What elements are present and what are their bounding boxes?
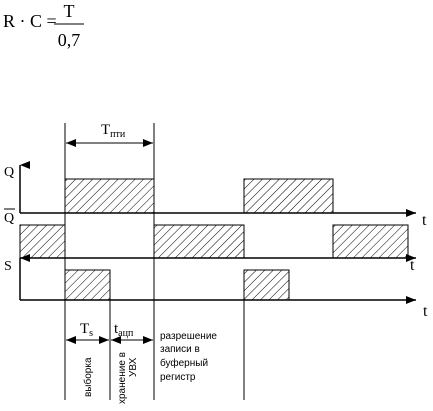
sample-label-sub: s <box>89 328 93 339</box>
sample-label: Ts <box>80 321 93 339</box>
q-bar-time-label: t <box>410 257 415 274</box>
s-signal: S t <box>4 254 428 320</box>
q-label: Q <box>4 165 14 180</box>
phase-write-line-2: записи в <box>160 344 200 355</box>
adc-dimension: tацп <box>111 321 153 344</box>
adc-label: tацп <box>114 321 134 339</box>
phase-hold-line-1: хранение в <box>117 352 128 404</box>
phase-hold-line-2: УВХ <box>128 357 139 377</box>
formula-lhs: R · C = <box>3 11 57 31</box>
period-label-sub: пти <box>110 129 126 140</box>
period-dimension: Tпти <box>66 122 153 147</box>
formula-numerator: T <box>64 1 75 21</box>
phase-sampling-label: выборка <box>82 357 94 397</box>
formula: R · C = T 0,7 <box>3 1 84 50</box>
phase-write-line-3: буферный <box>160 357 208 369</box>
s-label: S <box>4 259 12 274</box>
phase-write-enable-label: разрешение записи в буферный регистр <box>160 331 217 383</box>
q-bar-label: Q <box>4 211 14 226</box>
phase-write-line-4: регистр <box>160 372 196 383</box>
phase-hold-label: хранение в УВХ <box>117 352 139 404</box>
guide-lines <box>64 123 245 400</box>
q-bar-signal: Q t <box>4 208 416 274</box>
period-label-main: T <box>101 122 110 138</box>
s-time-label: t <box>423 303 428 320</box>
sample-dimension: Ts <box>66 321 109 344</box>
s-pulse-1 <box>64 269 111 301</box>
formula-denominator: 0,7 <box>58 30 81 50</box>
q-signal: Q t <box>4 161 427 229</box>
phase-write-line-1: разрешение <box>160 331 217 342</box>
q-bar-pulse-1 <box>19 224 66 259</box>
q-pulse-2 <box>243 178 334 214</box>
q-bar-pulse-2 <box>153 224 245 259</box>
adc-label-sub: ацп <box>118 328 134 339</box>
period-label: Tпти <box>101 122 126 140</box>
sample-label-main: T <box>80 321 89 337</box>
q-time-label: t <box>422 212 427 229</box>
s-pulse-2 <box>243 269 290 301</box>
q-pulse-1 <box>64 178 155 214</box>
q-bar-pulse-3 <box>332 224 409 259</box>
adc-label-main: t <box>114 321 119 337</box>
